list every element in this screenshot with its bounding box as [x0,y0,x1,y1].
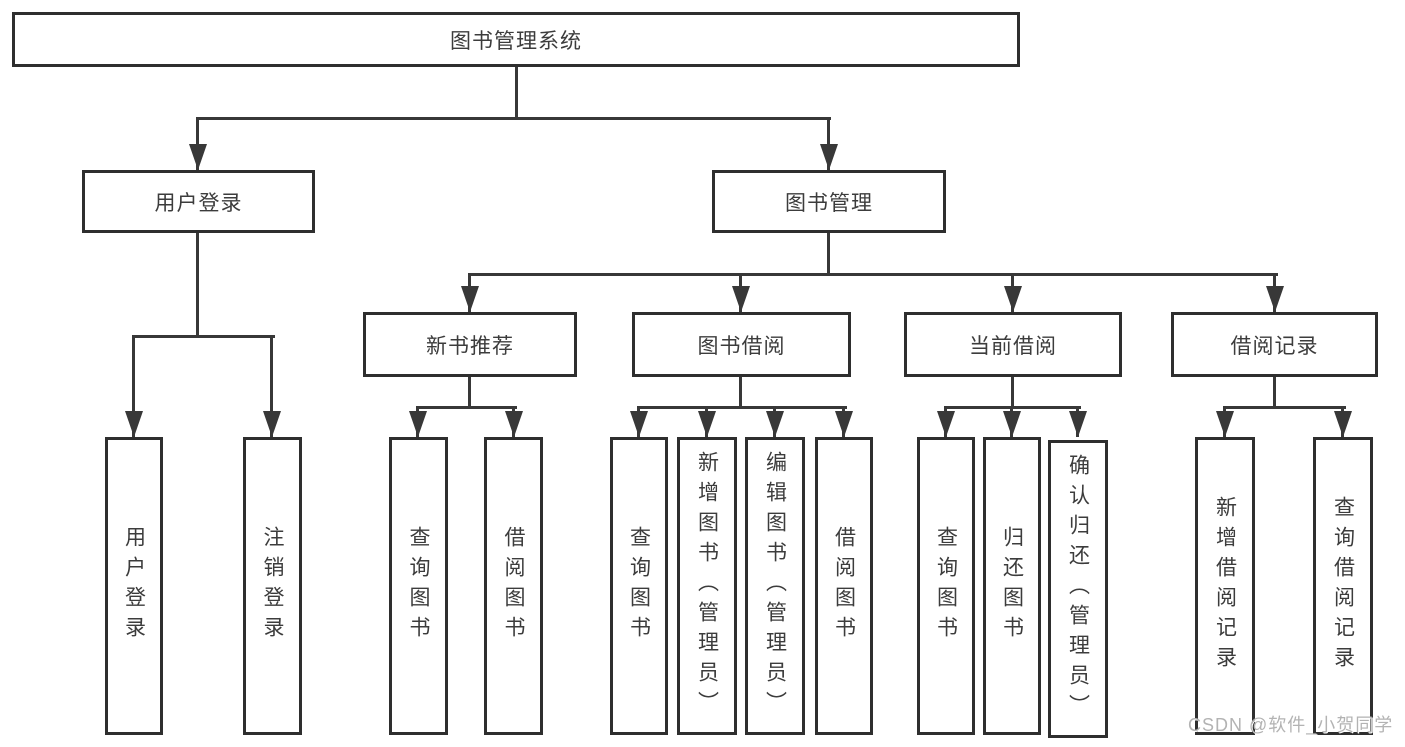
connector-stem [1273,376,1276,409]
connector-shaft [196,117,199,170]
leaf-rec-borrow-books: 借阅图书 [484,437,543,735]
connector-rail [416,406,517,409]
connector-shaft [132,335,135,437]
arrow-down-icon [1003,411,1021,437]
leaf-bb-query-books: 查询图书 [610,437,668,735]
leaf-user-login: 用户登录 [105,437,163,735]
arrow-down-icon [820,144,838,170]
leaf-logout: 注销登录 [243,437,302,735]
node-new-book-recommend: 新书推荐 [363,312,577,377]
node-book-borrowing: 图书借阅 [632,312,851,377]
connector-stem [468,376,471,409]
connector-stem [739,376,742,409]
arrow-down-icon [505,411,523,437]
connector-rail [1223,406,1346,409]
node-user-login: 用户登录 [82,170,315,233]
node-book-management: 图书管理 [712,170,946,233]
leaf-cb-return-books: 归还图书 [983,437,1041,735]
connector-rail [132,335,275,338]
connector-stem [827,232,830,276]
arrow-down-icon [461,286,479,312]
connector-rail [468,273,1278,276]
arrow-down-icon [835,411,853,437]
node-book-management-system: 图书管理系统 [12,12,1020,67]
leaf-br-query-record: 查询借阅记录 [1313,437,1373,735]
connector-rail [637,406,847,409]
connector-rail [196,117,831,120]
arrow-down-icon [732,286,750,312]
node-borrow-records: 借阅记录 [1171,312,1378,377]
arrow-down-icon [409,411,427,437]
arrow-down-icon [1266,286,1284,312]
arrow-down-icon [189,144,207,170]
arrow-down-icon [766,411,784,437]
arrow-down-icon [1069,411,1087,437]
leaf-rec-query-books: 查询图书 [389,437,448,735]
leaf-cb-query-books: 查询图书 [917,437,975,735]
leaf-bb-add-books-admin: 新增图书（管理员） [677,437,737,735]
leaf-bb-edit-books-admin: 编辑图书（管理员） [745,437,805,735]
leaf-cb-confirm-return-admin: 确认归还（管理员） [1048,440,1108,738]
leaf-br-add-record: 新增借阅记录 [1195,437,1255,735]
arrow-down-icon [125,411,143,437]
watermark-text: CSDN @软件_小贺同学 [1188,715,1394,735]
connector-stem [1011,376,1014,409]
arrow-down-icon [1216,411,1234,437]
arrow-down-icon [698,411,716,437]
arrow-down-icon [263,411,281,437]
arrow-down-icon [1004,286,1022,312]
leaf-bb-borrow-books: 借阅图书 [815,437,873,735]
arrow-down-icon [1334,411,1352,437]
node-current-borrowing: 当前借阅 [904,312,1122,377]
connector-shaft [827,117,830,170]
connector-stem [196,232,199,338]
arrow-down-icon [630,411,648,437]
arrow-down-icon [937,411,955,437]
connector-stem [515,66,518,120]
connector-shaft [270,335,273,437]
